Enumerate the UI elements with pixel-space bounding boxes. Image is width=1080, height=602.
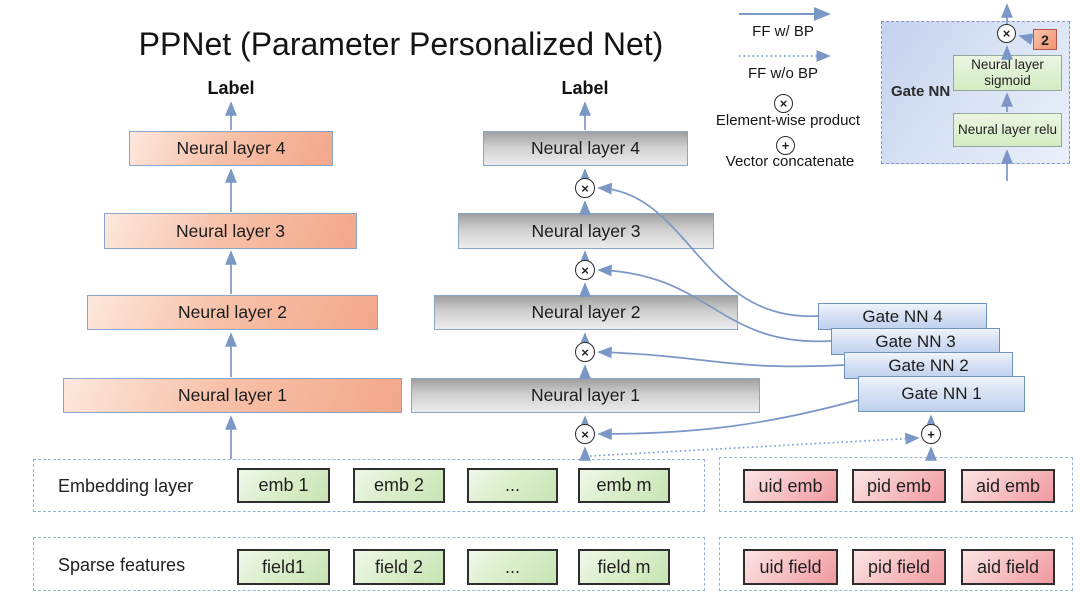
- left-neural-layer-3: Neural layer 3: [104, 213, 357, 249]
- gate-detail-elementwise-product-icon: ×: [997, 24, 1016, 43]
- embedding-layer-section: [33, 459, 705, 512]
- field-m-box: field m: [578, 549, 670, 585]
- gate-nn-4: Gate NN 4: [818, 303, 987, 330]
- pid-field-box: pid field: [852, 549, 946, 585]
- pid-emb-box: pid emb: [852, 469, 946, 503]
- middle-neural-layer-3: Neural layer 3: [458, 213, 714, 249]
- elementwise-product-icon: ×: [575, 342, 595, 362]
- elementwise-product-icon: ×: [575, 260, 595, 280]
- sparse-features-section: [33, 537, 705, 591]
- uid-emb-box: uid emb: [743, 469, 838, 503]
- field-ellipsis-box: ...: [467, 549, 558, 585]
- vector-concatenate-icon: +: [921, 424, 941, 444]
- aid-emb-box: aid emb: [961, 469, 1055, 503]
- elementwise-product-icon: ×: [575, 424, 595, 444]
- gate-nn-2: Gate NN 2: [844, 352, 1013, 379]
- aid-field-box: aid field: [961, 549, 1055, 585]
- elementwise-product-icon: ×: [575, 178, 595, 198]
- gate-detail-relu-layer: Neural layer relu: [953, 113, 1062, 147]
- legend-elementwise-product-label: Element-wise product: [715, 111, 861, 129]
- gate-nn-3: Gate NN 3: [831, 328, 1000, 355]
- legend-ff-without-bp: FF w/o BP: [747, 64, 818, 82]
- middle-neural-layer-1: Neural layer 1: [411, 378, 760, 413]
- gate-detail-scale-box: 2: [1033, 29, 1057, 50]
- field-2-box: field 2: [353, 549, 445, 585]
- page-title: PPNet (Parameter Personalized Net): [138, 25, 664, 62]
- legend-vector-concatenate-icon: +: [776, 136, 795, 155]
- emb-2-box: emb 2: [353, 468, 445, 503]
- sparse-features-label: Sparse features: [58, 554, 186, 575]
- field-1-box: field1: [237, 549, 330, 585]
- middle-neural-layer-4: Neural layer 4: [483, 131, 688, 166]
- emb-ellipsis-box: ...: [467, 468, 558, 503]
- emb-m-box: emb m: [578, 468, 670, 503]
- middle-tower-output-label: Label: [561, 77, 609, 98]
- gate-detail-sigmoid-layer: Neural layer sigmoid: [953, 55, 1062, 91]
- emb-1-box: emb 1: [237, 468, 330, 503]
- left-neural-layer-4: Neural layer 4: [129, 131, 333, 166]
- embedding-layer-label: Embedding layer: [58, 475, 194, 496]
- middle-neural-layer-2: Neural layer 2: [434, 295, 738, 330]
- legend-vector-concatenate-label: Vector concatenate: [725, 152, 855, 170]
- id-embedding-section: [719, 457, 1073, 512]
- uid-field-box: uid field: [743, 549, 838, 585]
- left-tower-output-label: Label: [207, 77, 255, 98]
- gate-nn-1: Gate NN 1: [858, 376, 1025, 412]
- legend-ff-with-bp: FF w/ BP: [752, 22, 814, 40]
- legend-elementwise-product-icon: ×: [774, 94, 793, 113]
- gate-nn-detail-title: Gate NN: [891, 82, 951, 100]
- id-sparse-features-section: [719, 537, 1073, 591]
- left-neural-layer-1: Neural layer 1: [63, 378, 402, 413]
- left-neural-layer-2: Neural layer 2: [87, 295, 378, 330]
